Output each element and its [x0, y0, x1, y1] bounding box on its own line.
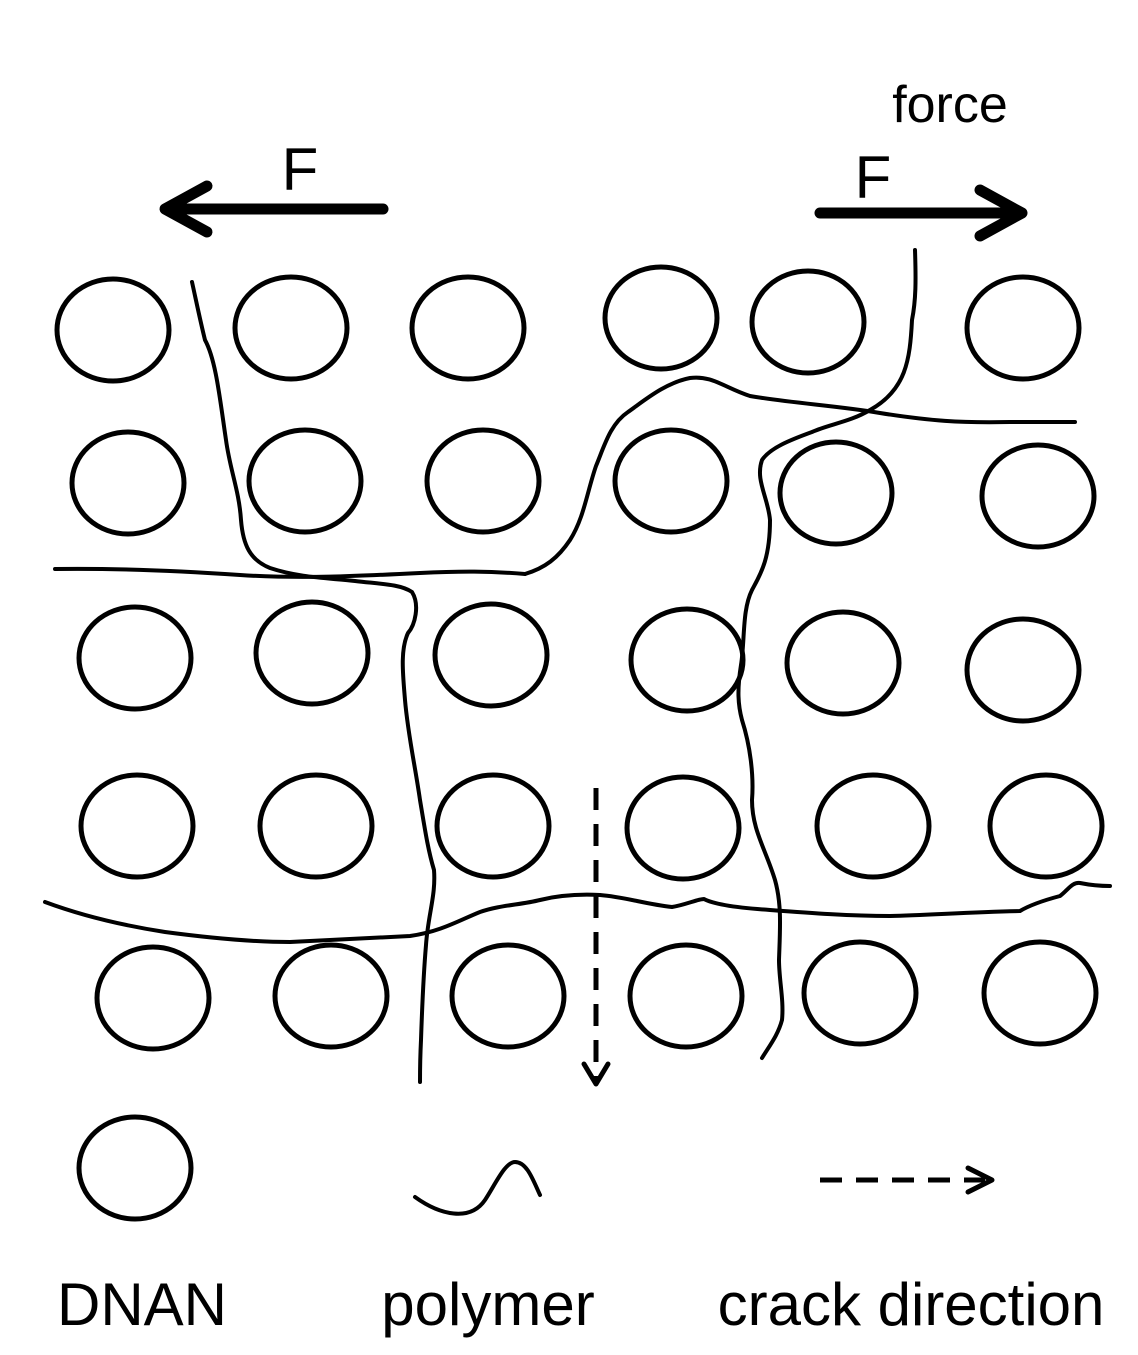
- dnan-molecule: [964, 274, 1082, 382]
- dnan-molecule: [434, 772, 552, 880]
- force-left-label: F: [282, 136, 319, 203]
- dnan-molecule: [94, 944, 212, 1052]
- dnan-molecule: [777, 439, 895, 547]
- dnan-molecule: [981, 939, 1099, 1047]
- legend-polymer-label: polymer: [381, 1271, 594, 1338]
- dnan-molecule: [272, 942, 390, 1050]
- force-arrow-left: [159, 180, 389, 238]
- dnan-molecule: [78, 772, 196, 880]
- polymer-chain: [523, 375, 1077, 576]
- dnan-molecule: [54, 276, 172, 384]
- dnan-molecule: [612, 427, 730, 535]
- dnan-molecule: [628, 606, 746, 714]
- polymer-chain: [736, 248, 918, 1060]
- legend-crack-symbol: [820, 1165, 995, 1195]
- dnan-molecule: [424, 427, 542, 535]
- legend: DNAN polymer crack direction: [57, 1114, 1105, 1338]
- dnan-molecule: [253, 599, 371, 707]
- polymer-chain: [43, 880, 1112, 944]
- dnan-molecule: [801, 939, 919, 1047]
- force-label: force: [892, 76, 1008, 134]
- dnan-molecule: [979, 442, 1097, 550]
- crack-arrow: [581, 788, 611, 1087]
- force-arrow-right: [814, 184, 1028, 242]
- dnan-molecule: [246, 427, 364, 535]
- force-right-label: F: [855, 144, 892, 211]
- dnan-molecule: [69, 429, 187, 537]
- dnan-molecule: [749, 268, 867, 376]
- dnan-molecule: [784, 609, 902, 717]
- legend-dnan-label: DNAN: [57, 1271, 227, 1338]
- dnan-grid: [54, 264, 1105, 1052]
- dnan-molecule: [257, 772, 375, 880]
- dnan-molecule: [449, 942, 567, 1050]
- legend-dnan-symbol: [76, 1114, 194, 1222]
- legend-polymer-symbol: [413, 1160, 542, 1216]
- dnan-molecule: [432, 601, 550, 709]
- dnan-molecule: [602, 264, 720, 372]
- dnan-molecule: [627, 942, 745, 1050]
- dnan-molecule: [76, 604, 194, 712]
- dnan-molecule: [409, 274, 527, 382]
- dnan-molecule: [232, 274, 350, 382]
- polymer-chain: [190, 280, 437, 1084]
- dnan-molecule: [624, 774, 742, 882]
- legend-crack-label: crack direction: [718, 1271, 1105, 1338]
- dnan-molecule: [987, 772, 1105, 880]
- dnan-molecule: [964, 616, 1082, 724]
- polymer-network: [43, 248, 1112, 1084]
- dnan-molecule: [814, 772, 932, 880]
